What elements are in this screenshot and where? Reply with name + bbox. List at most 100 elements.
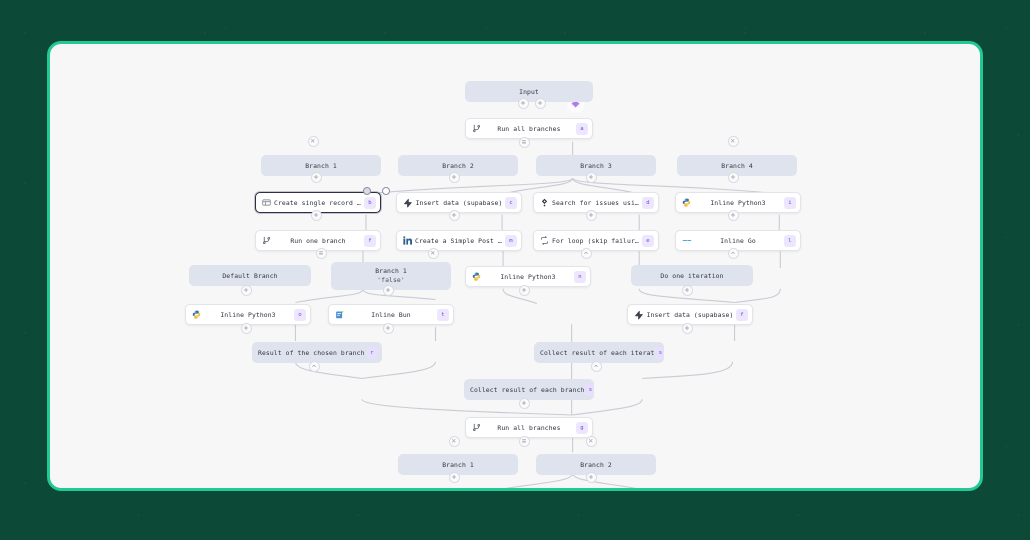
collapse-button[interactable] bbox=[590, 360, 602, 372]
node-branch2b[interactable]: Branch 2 bbox=[536, 454, 656, 475]
add-node-button[interactable] bbox=[448, 171, 460, 183]
remove-branch-button[interactable] bbox=[448, 435, 460, 447]
node-badge: d bbox=[642, 196, 654, 209]
node-jira[interactable]: Search for issues using JQL (...d bbox=[533, 192, 659, 213]
node-label: Run all branches bbox=[497, 124, 561, 133]
node-label: Branch 1 bbox=[305, 161, 337, 170]
branch-settings-button[interactable] bbox=[518, 136, 530, 148]
add-node-button[interactable] bbox=[382, 322, 394, 334]
supabase-icon bbox=[633, 309, 644, 320]
edge bbox=[294, 361, 363, 380]
node-label: Search for issues using JQL (... bbox=[552, 198, 642, 207]
node-label: Run all branches bbox=[497, 423, 561, 432]
branch-settings-button[interactable] bbox=[315, 247, 327, 259]
branch-icon bbox=[261, 235, 272, 246]
node-badge: e bbox=[642, 234, 654, 247]
collapse-button[interactable] bbox=[727, 247, 739, 259]
node-label: Branch 3 bbox=[580, 161, 612, 170]
node-label: Run one branch bbox=[290, 236, 346, 245]
edge bbox=[642, 361, 734, 380]
node-sublabel: 'false' bbox=[377, 276, 405, 284]
selection-handle-right[interactable] bbox=[382, 187, 390, 195]
add-node-button[interactable] bbox=[240, 284, 252, 296]
node-linkedin[interactable]: Create a Simple Post (User) (...m bbox=[396, 230, 522, 251]
bun-icon bbox=[334, 309, 345, 320]
node-forloop[interactable]: For loop (skip failures)e bbox=[533, 230, 659, 251]
remove-branch-button[interactable] bbox=[427, 247, 439, 259]
edge bbox=[572, 399, 643, 416]
add-node-button[interactable] bbox=[310, 171, 322, 183]
node-label: Input bbox=[519, 87, 539, 96]
edge bbox=[505, 473, 574, 488]
node-supabase1[interactable]: Insert data (supabase)c bbox=[396, 192, 522, 213]
add-node-button[interactable] bbox=[681, 284, 693, 296]
node-label: Inline Bun bbox=[371, 310, 411, 319]
branch-icon bbox=[471, 123, 482, 134]
node-branch3a[interactable]: Branch 3 bbox=[536, 155, 656, 176]
node-label: Inline Python3 bbox=[220, 310, 276, 319]
node-doone[interactable]: Do one iteration bbox=[631, 265, 753, 286]
selection-handle-left[interactable] bbox=[363, 187, 371, 195]
node-label: Result of the chosen branch bbox=[258, 348, 365, 357]
node-label: Inline Go bbox=[720, 236, 756, 245]
add-node-button[interactable] bbox=[727, 171, 739, 183]
remove-branch-button[interactable] bbox=[585, 435, 597, 447]
node-branch1a[interactable]: Branch 1 bbox=[261, 155, 381, 176]
node-input[interactable]: Input bbox=[465, 81, 593, 102]
node-label: Create single record (airtable) bbox=[274, 198, 364, 207]
node-branch4a[interactable]: Branch 4 bbox=[677, 155, 797, 176]
node-badge: b bbox=[364, 196, 376, 209]
add-node-button[interactable] bbox=[382, 284, 394, 296]
add-node-button[interactable] bbox=[585, 171, 597, 183]
add-node-button[interactable] bbox=[585, 209, 597, 221]
python-icon bbox=[191, 309, 202, 320]
add-node-button[interactable] bbox=[518, 397, 530, 409]
node-branch2a[interactable]: Branch 2 bbox=[398, 155, 518, 176]
python-icon bbox=[471, 271, 482, 282]
add-node-button[interactable] bbox=[310, 209, 322, 221]
node-label: Inline Python3 bbox=[710, 198, 766, 207]
node-runone[interactable]: Run one branch f bbox=[255, 230, 381, 251]
node-label: For loop (skip failures) bbox=[552, 236, 642, 245]
add-node-button[interactable] bbox=[448, 209, 460, 221]
remove-branch-button[interactable] bbox=[727, 135, 739, 147]
edge bbox=[572, 473, 637, 488]
go-icon bbox=[681, 235, 692, 246]
edge bbox=[734, 288, 781, 304]
collapse-button[interactable] bbox=[580, 247, 592, 259]
node-badge: o bbox=[294, 308, 306, 321]
add-node-button[interactable] bbox=[534, 97, 546, 109]
node-supabase2[interactable]: Insert data (supabase)f bbox=[627, 304, 753, 325]
node-defbranch[interactable]: Default Branch bbox=[189, 265, 311, 286]
add-node-button[interactable] bbox=[240, 322, 252, 334]
airtable-icon bbox=[261, 197, 272, 208]
add-node-button[interactable] bbox=[681, 322, 693, 334]
node-label: Branch 2 bbox=[580, 460, 612, 469]
edge bbox=[362, 288, 436, 301]
add-node-button[interactable] bbox=[585, 471, 597, 483]
add-node-button[interactable] bbox=[517, 97, 529, 109]
add-node-button[interactable] bbox=[518, 284, 530, 296]
collapse-button[interactable] bbox=[308, 360, 320, 372]
add-node-button[interactable] bbox=[727, 209, 739, 221]
node-py3[interactable]: Inline Python3 o bbox=[185, 304, 311, 325]
branch-settings-button[interactable] bbox=[518, 435, 530, 447]
remove-branch-button[interactable] bbox=[307, 135, 319, 147]
node-label: Inline Python3 bbox=[500, 272, 556, 281]
python-icon bbox=[681, 197, 692, 208]
node-branch1b[interactable]: Branch 1 bbox=[398, 454, 518, 475]
node-badge: f bbox=[364, 234, 376, 247]
node-label: Branch 2 bbox=[442, 161, 474, 170]
node-label: Create a Simple Post (User) (... bbox=[415, 236, 505, 245]
add-node-button[interactable] bbox=[448, 471, 460, 483]
